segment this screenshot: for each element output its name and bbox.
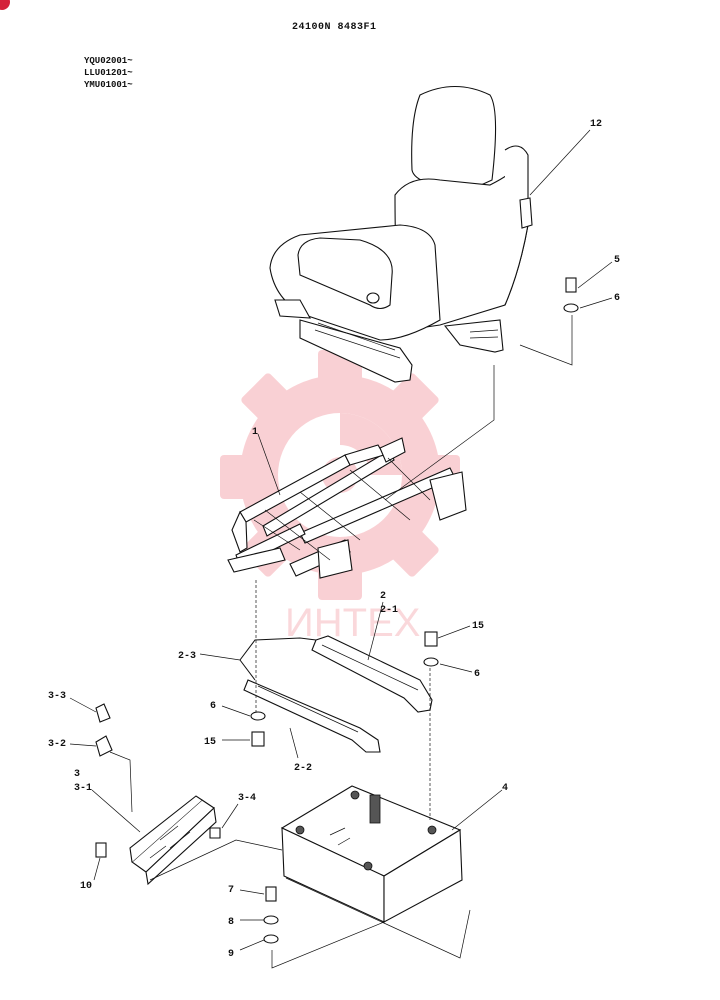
- callout-15: 15: [204, 737, 216, 748]
- seat-base-box: [280, 785, 471, 959]
- callout-2-1: 2-1: [380, 605, 398, 616]
- callout-labels: 12 5 6 1 2 2-1 2-3 15 6 6 15 2-2 3-3 3-2…: [48, 119, 620, 960]
- callout-6: 6: [210, 701, 216, 712]
- callout-5: 5: [614, 255, 620, 266]
- serial-range: YQU02001~: [84, 56, 133, 66]
- washer-6c: [250, 711, 266, 721]
- callout-7: 7: [228, 885, 234, 896]
- callout-8: 8: [228, 917, 234, 928]
- callout-6: 6: [474, 669, 480, 680]
- corner-marker: [0, 0, 10, 10]
- callout-10: 10: [80, 881, 92, 892]
- callout-6: 6: [614, 293, 620, 304]
- callout-3-1: 3-1: [74, 783, 92, 794]
- callout-1: 1: [252, 427, 258, 438]
- pin-3-4: [209, 827, 221, 839]
- callout-2-3: 2-3: [178, 651, 196, 662]
- leader-lines: [69, 129, 613, 969]
- callout-3-4: 3-4: [238, 793, 256, 804]
- callout-15: 15: [472, 621, 484, 632]
- washer-9: [263, 934, 279, 944]
- washer-6b: [423, 657, 439, 667]
- serial-range: LLU01201~: [84, 68, 133, 78]
- washer-6a: [563, 303, 579, 313]
- clip-3-3: [95, 703, 111, 723]
- watermark-text: ИНТЕХ: [285, 601, 420, 645]
- callout-3-2: 3-2: [48, 739, 66, 750]
- document-code: 24100N 8483F1: [292, 22, 377, 33]
- bolt-10: [95, 842, 107, 858]
- serial-range: YMU01001~: [84, 80, 133, 90]
- callout-2: 2: [380, 591, 386, 602]
- bolt-5: [565, 277, 577, 293]
- washer-8: [263, 915, 279, 925]
- callout-12: 12: [590, 119, 602, 130]
- control-bracket: [129, 795, 217, 886]
- callout-3-3: 3-3: [48, 691, 66, 702]
- seat-assembly: [269, 86, 533, 383]
- frame-assembly: [227, 437, 467, 579]
- callout-4: 4: [502, 783, 508, 794]
- clip-3-2: [95, 735, 113, 757]
- callout-3: 3: [74, 769, 80, 780]
- bolt-15b: [251, 731, 265, 747]
- callout-9: 9: [228, 949, 234, 960]
- bolt-7: [265, 886, 277, 902]
- bolt-15a: [424, 631, 438, 647]
- small-parts: [95, 277, 579, 944]
- callout-2-2: 2-2: [294, 763, 312, 774]
- slide-rails: [239, 635, 433, 753]
